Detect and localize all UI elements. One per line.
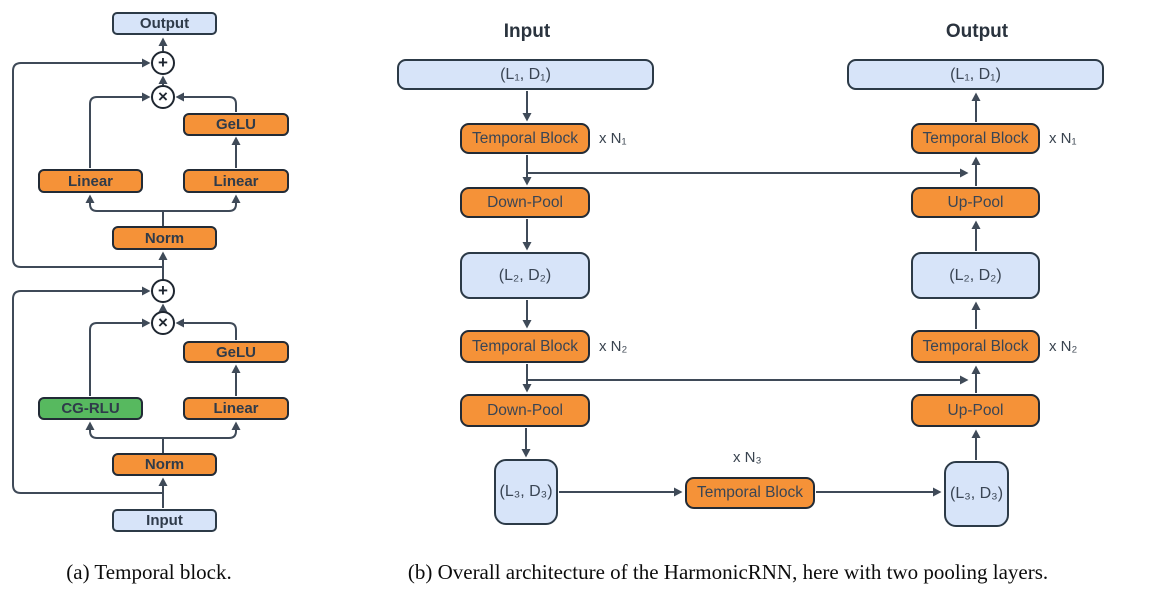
l3d3-box-decoder: (L₃, D₃) (944, 461, 1009, 527)
temporal-block1-decoder: Temporal Block (911, 123, 1040, 154)
l1d1-box-decoder: (L₁, D₁) (847, 59, 1104, 90)
l3d3-box-encoder: (L₃, D₃) (494, 459, 558, 525)
input-column-header: Input (503, 21, 551, 42)
multiply-operator-lower: × (151, 311, 175, 335)
add-operator-upper: + (151, 51, 175, 75)
circled-times-icon: × (158, 313, 168, 332)
caption-panel-b: (b) Overall architecture of the Harmonic… (407, 560, 1049, 584)
edge-skip-upper (12, 58, 163, 268)
norm-box-upper: Norm (112, 226, 217, 250)
edge-gelu1-to-mul1 (175, 92, 237, 112)
down-pool2-box: Down-Pool (460, 394, 590, 427)
cg-rlu-box: CG-RLU (38, 397, 143, 420)
l1d1-box-encoder: (L₁, D₁) (397, 59, 654, 90)
edge-skip-lower (12, 286, 163, 494)
circled-plus-icon: + (158, 281, 168, 300)
tb1-multiplier-decoder: x N₁ (1049, 130, 1077, 147)
linear-left-box-upper: Linear (38, 169, 143, 193)
caption-panel-a: (a) Temporal block. (66, 560, 232, 584)
circled-times-icon: × (158, 87, 168, 106)
gelu-box-lower: GeLU (183, 341, 289, 363)
gelu-box-upper: GeLU (183, 113, 289, 136)
tb2-multiplier-decoder: x N₂ (1049, 338, 1078, 355)
edge-norm1-to-linear-left1 (85, 194, 163, 212)
down-pool1-box: Down-Pool (460, 187, 590, 218)
l2d2-box-decoder: (L₂, D₂) (911, 252, 1040, 299)
input-box: Input (112, 509, 217, 532)
temporal-block2-decoder: Temporal Block (911, 330, 1040, 363)
temporal-block3-bottleneck: Temporal Block (685, 477, 815, 509)
tb3-multiplier: x N₃ (733, 449, 762, 466)
circled-plus-icon: + (158, 53, 168, 72)
edge-norm1-to-linear-right1 (163, 194, 241, 212)
add-operator-lower: + (151, 279, 175, 303)
tb2-multiplier-encoder: x N₂ (599, 338, 628, 355)
l2d2-box-encoder: (L₂, D₂) (460, 252, 590, 299)
edge-gelu2-to-mul2 (175, 318, 237, 340)
norm-box-lower: Norm (112, 453, 217, 476)
temporal-block1-encoder: Temporal Block (460, 123, 590, 154)
temporal-block2-encoder: Temporal Block (460, 330, 590, 363)
edge-norm2-to-cgrlu (85, 421, 163, 439)
multiply-operator-upper: × (151, 85, 175, 109)
output-box: Output (112, 12, 217, 35)
edge-cgrlu-to-mul2 (89, 318, 151, 396)
output-column-header: Output (945, 21, 1009, 42)
up-pool1-box: Up-Pool (911, 187, 1040, 218)
up-pool2-box: Up-Pool (911, 394, 1040, 427)
edge-norm2-to-linear-right2 (163, 421, 241, 439)
linear-right-box-upper: Linear (183, 169, 289, 193)
tb1-multiplier-encoder: x N₁ (599, 130, 627, 147)
linear-right-box-lower: Linear (183, 397, 289, 420)
edge-linear-left1-to-mul1 (89, 92, 151, 168)
